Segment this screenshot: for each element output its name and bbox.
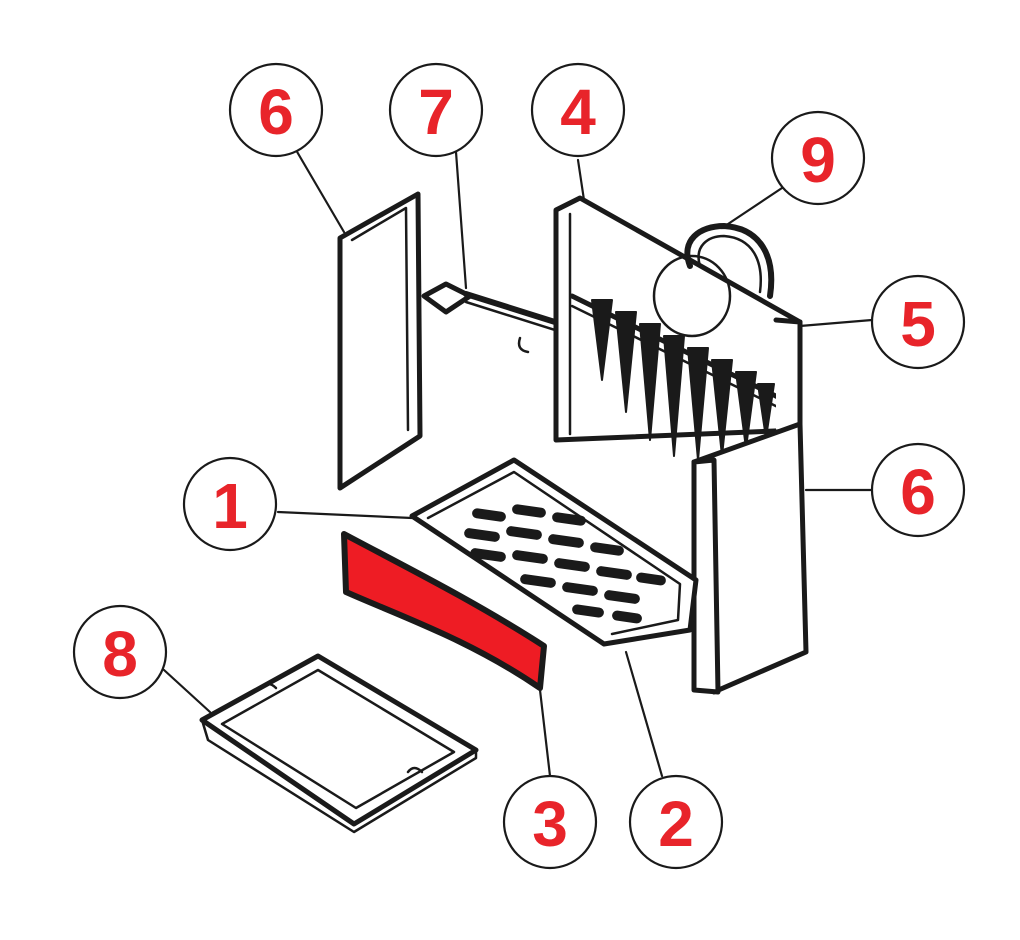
leader-4 — [576, 158, 586, 202]
leader-8 — [162, 668, 212, 714]
leader-5 — [798, 318, 874, 328]
leader-lines — [162, 148, 874, 778]
callout-label: 7 — [418, 76, 454, 148]
leader-3 — [538, 688, 552, 778]
callout-label: 4 — [560, 76, 596, 148]
part-side-panel-right — [691, 421, 809, 695]
callout-1: 1 — [182, 456, 278, 552]
callout-label: 9 — [800, 124, 836, 196]
leader-6a — [294, 148, 346, 234]
callout-label: 6 — [900, 456, 936, 528]
callout-3: 3 — [502, 774, 598, 870]
leader-7 — [454, 150, 468, 290]
callout-label: 8 — [102, 618, 138, 690]
part-side-panel-left — [337, 191, 423, 491]
callout-8: 8 — [72, 604, 168, 700]
part-grate — [409, 457, 699, 647]
part-back-panel — [553, 195, 803, 461]
callout-label: 6 — [258, 76, 294, 148]
callout-4: 4 — [530, 62, 626, 158]
callout-6-right: 6 — [870, 442, 966, 538]
callout-label: 1 — [212, 470, 248, 542]
callout-7: 7 — [388, 62, 484, 158]
callout-label: 5 — [900, 288, 936, 360]
leader-2 — [624, 650, 664, 778]
callout-5: 5 — [870, 274, 966, 370]
callout-2: 2 — [628, 774, 724, 870]
callout-label: 2 — [658, 788, 694, 860]
leader-9 — [720, 186, 784, 230]
callout-6-left: 6 — [228, 62, 324, 158]
callout-label: 3 — [532, 788, 568, 860]
callout-9: 9 — [770, 110, 866, 206]
part-ash-tray — [199, 653, 479, 834]
leader-1 — [276, 510, 414, 520]
part-rear-edge — [773, 317, 803, 435]
part-front-strip — [341, 531, 547, 691]
